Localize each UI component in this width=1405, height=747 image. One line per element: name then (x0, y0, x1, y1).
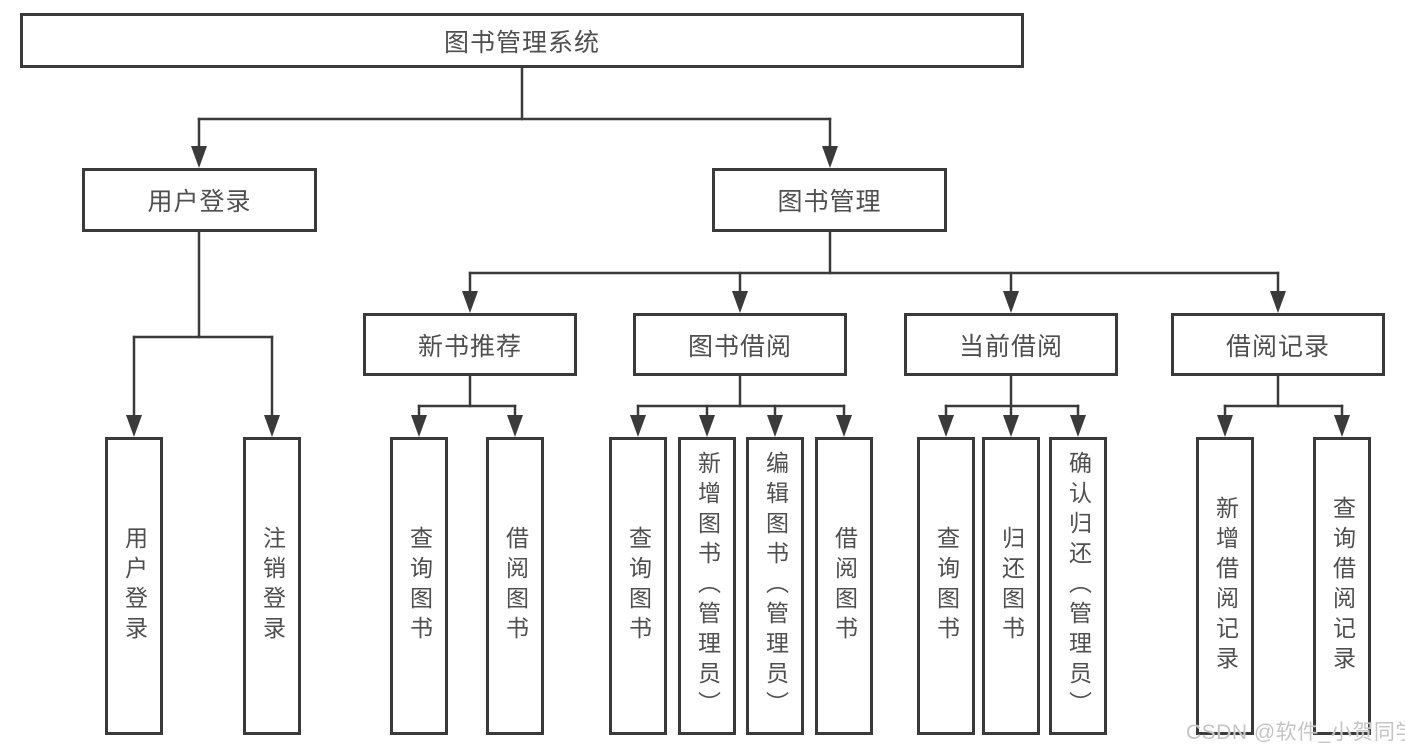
node-label: 借阅图书 (502, 526, 529, 646)
connector-book-borrowing-children (630, 374, 852, 437)
connector-book-management-children (462, 230, 1286, 313)
node-borrowing-query-books: 查询图书 (609, 437, 667, 735)
node-new-book-recommend: 新书推荐 (363, 313, 577, 376)
node-recommend-query-books: 查询图书 (390, 437, 448, 735)
node-borrowing-borrow-books: 借阅图书 (815, 437, 873, 735)
node-label: 新增图书（管理员） (694, 451, 721, 721)
node-leaf-user-login: 用户登录 (105, 437, 163, 735)
node-add-borrow-record: 新增借阅记录 (1196, 437, 1254, 735)
node-label: 图书借阅 (687, 332, 792, 361)
connector-root-to-level2 (191, 66, 838, 168)
node-label: 用户登录 (147, 188, 252, 216)
node-leaf-logout: 注销登录 (243, 437, 301, 735)
node-label: 查询借阅记录 (1329, 496, 1356, 676)
connector-current-borrowing-children (938, 374, 1086, 437)
node-label: 新书推荐 (417, 332, 522, 361)
node-book-management-system: 图书管理系统 (20, 13, 1024, 68)
connector-new-book-recommend-children (411, 374, 523, 437)
node-label: 查询图书 (933, 526, 960, 646)
csdn-watermark: CSDN @软件_小贺同学 (1186, 721, 1405, 744)
node-label: 查询图书 (625, 526, 652, 646)
connector-borrowing-records-children (1217, 374, 1350, 437)
node-label: 编辑图书（管理员） (762, 451, 789, 721)
node-label: 借阅记录 (1225, 332, 1330, 361)
connector-user-login-children (126, 230, 280, 437)
node-recommend-borrow-books: 借阅图书 (486, 437, 544, 735)
node-label: 确认归还（管理员） (1065, 451, 1092, 721)
node-label: 归还图书 (998, 526, 1025, 646)
node-add-books-admin: 新增图书（管理员） (678, 437, 736, 735)
node-return-books: 归还图书 (982, 437, 1040, 735)
node-current-borrowing: 当前借阅 (904, 313, 1118, 376)
node-label: 当前借阅 (958, 332, 1063, 361)
node-current-query-books: 查询图书 (917, 437, 975, 735)
node-label: 新增借阅记录 (1212, 496, 1239, 676)
node-label: 图书管理系统 (443, 28, 600, 57)
node-borrowing-records: 借阅记录 (1171, 313, 1385, 376)
node-book-borrowing: 图书借阅 (633, 313, 847, 376)
node-book-management: 图书管理 (712, 168, 947, 232)
node-label: 借阅图书 (831, 526, 858, 646)
node-query-borrow-record: 查询借阅记录 (1313, 437, 1371, 735)
node-label: 图书管理 (777, 188, 882, 216)
node-edit-books-admin: 编辑图书（管理员） (746, 437, 804, 735)
node-user-login: 用户登录 (82, 168, 317, 232)
node-label: 查询图书 (406, 526, 433, 646)
node-label: 用户登录 (121, 526, 148, 646)
node-label: 注销登录 (259, 526, 286, 646)
node-confirm-return-admin: 确认归还（管理员） (1049, 437, 1107, 735)
